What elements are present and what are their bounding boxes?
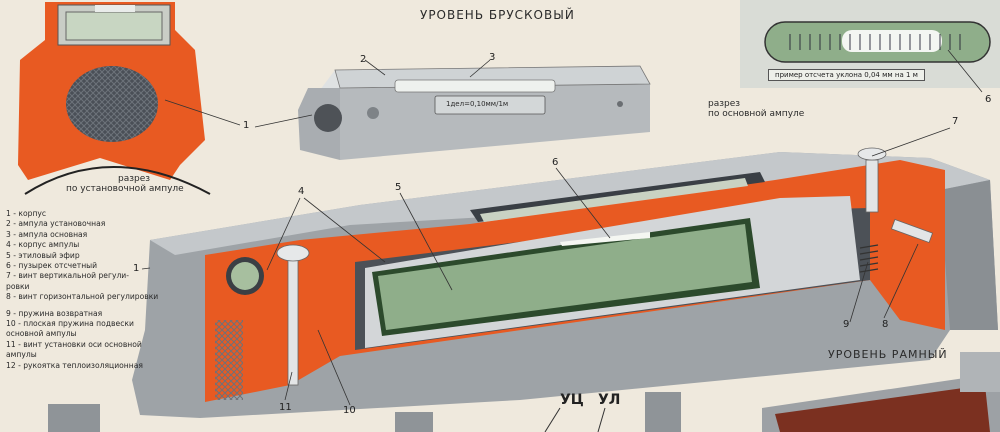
main-title: УРОВЕНЬ БРУСКОВЫЙ xyxy=(420,8,575,22)
bar-level-drawing xyxy=(164,59,651,160)
frame-title: УРОВЕНЬ РАМНЫЙ xyxy=(828,348,948,361)
main-section-line2: по основной ампуле xyxy=(708,109,805,119)
scale-inscription: 1дел=0,10мм/1м xyxy=(446,100,509,108)
legend-item: 5 - этиловый эфир xyxy=(6,250,80,260)
main-cross-section xyxy=(132,127,998,418)
legend-item: основной ампулы xyxy=(6,329,77,339)
inset-caption: пример отсчета уклона 0,04 мм на 1 м xyxy=(768,69,925,81)
callout-1-top: 1 xyxy=(243,120,250,131)
callout-6-main: 6 xyxy=(552,157,559,168)
callout-3: 3 xyxy=(489,52,496,63)
install-section-line2: по установочной ампуле xyxy=(66,184,184,194)
frame-level-drawing xyxy=(48,352,1000,432)
legend-item: 6 - пузырек отсчетный xyxy=(6,261,98,271)
legend-item: 4 - корпус ампулы xyxy=(6,240,80,250)
legend-item: 9 - пружина возвратная xyxy=(6,308,103,318)
legend-item: 3 - ампула основная xyxy=(6,229,88,239)
install-section-line1: разрез xyxy=(118,174,151,184)
callout-2: 2 xyxy=(360,54,367,65)
legend-item: 10 - плоская пружина подвески xyxy=(6,319,134,329)
mark-uc: УЦ xyxy=(560,392,584,408)
mark-ul: УЛ xyxy=(598,392,621,408)
callout-7: 7 xyxy=(952,116,959,127)
legend-item: ампулы xyxy=(6,350,37,360)
callout-9: 9 xyxy=(843,319,850,330)
callout-5: 5 xyxy=(395,182,402,193)
legend-item: ровки xyxy=(6,281,30,291)
parts-legend: 1 - корпус 2 - ампула установочная 3 - а… xyxy=(6,209,158,371)
callout-6-inset: 6 xyxy=(985,94,992,105)
legend-item: 8 - винт горизонтальной регулировки xyxy=(6,292,159,302)
legend-item: 12 - рукоятка теплоизоляционная xyxy=(6,360,143,370)
callout-1-main: 1 xyxy=(133,263,140,274)
installation-section-drawing xyxy=(18,2,211,195)
legend-item: 7 - винт вертикальной регули- xyxy=(6,271,129,281)
callout-11: 11 xyxy=(279,402,292,413)
legend-item: 11 - винт установки оси основной xyxy=(6,339,142,349)
main-section-line1: разрез xyxy=(708,99,741,109)
callout-4: 4 xyxy=(298,186,305,197)
legend-item: 1 - корпус xyxy=(6,209,47,218)
callout-8: 8 xyxy=(882,319,889,330)
legend-item: 2 - ампула установочная xyxy=(6,219,106,229)
callout-10: 10 xyxy=(343,405,356,416)
